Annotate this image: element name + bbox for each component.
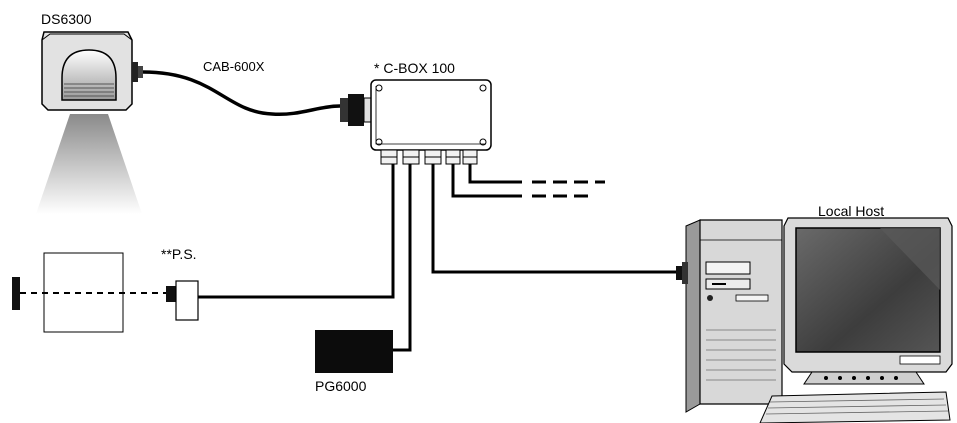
label-cbox-100: * C-BOX 100 bbox=[374, 60, 455, 76]
cbox-connector bbox=[340, 94, 373, 126]
label-ps: **P.S. bbox=[161, 246, 197, 262]
cable-to-ps bbox=[198, 164, 395, 299]
expansion-cables bbox=[451, 164, 605, 198]
presence-sensor bbox=[166, 280, 199, 321]
cable-to-host bbox=[431, 164, 676, 274]
label-cab-600x: CAB-600X bbox=[203, 59, 265, 74]
reflector bbox=[12, 277, 20, 310]
cable-to-pg6000 bbox=[392, 164, 412, 352]
cbox-100 bbox=[340, 79, 492, 165]
scanner-ds6300 bbox=[41, 31, 143, 111]
label-pg6000: PG6000 bbox=[315, 378, 367, 394]
cable-cab-600x bbox=[142, 70, 341, 117]
scan-beam bbox=[36, 114, 142, 214]
pg6000-unit bbox=[315, 330, 393, 373]
label-local-host: Local Host bbox=[818, 203, 885, 219]
cable-glands bbox=[380, 149, 478, 165]
label-ds6300: DS6300 bbox=[41, 11, 92, 27]
local-host-computer bbox=[676, 217, 953, 423]
